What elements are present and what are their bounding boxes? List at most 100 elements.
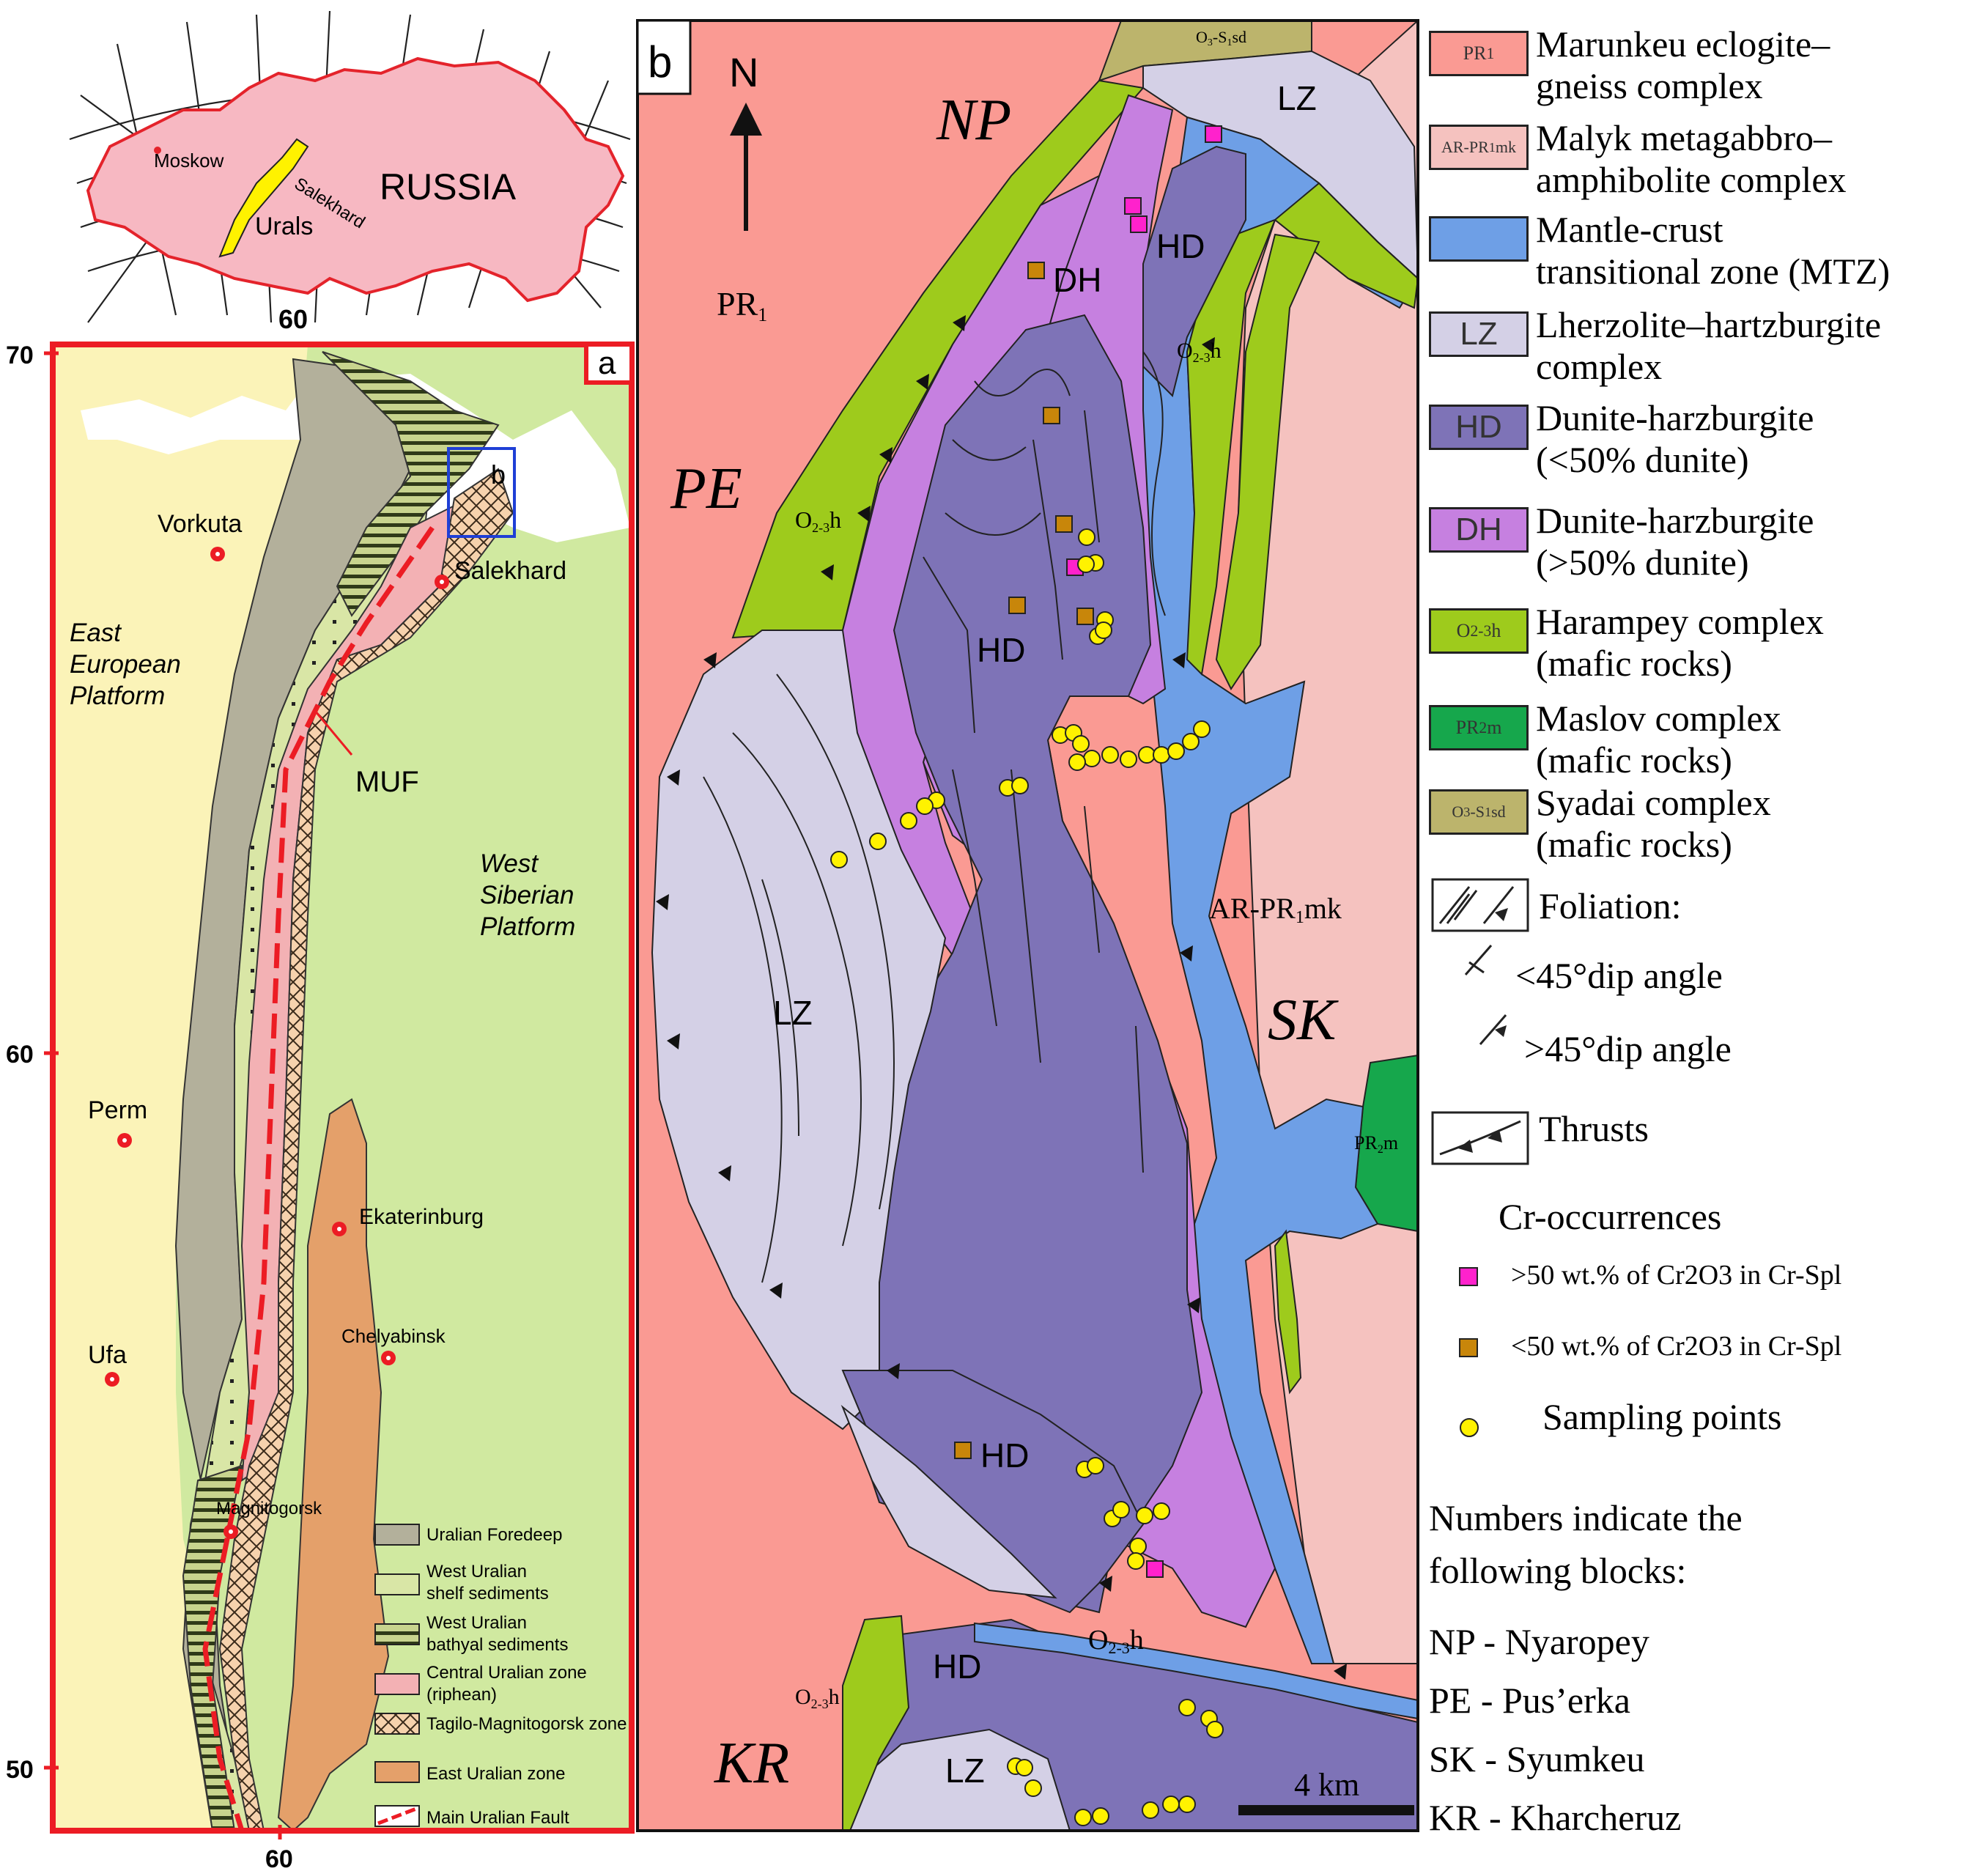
russia-inset: Moskow Salekhard Urals RUSSIA 60	[69, 10, 631, 334]
cr-high-markers	[1066, 125, 1222, 1578]
label-hd-north: HD	[1156, 227, 1205, 265]
unit-lz-southwest	[840, 1404, 1057, 1599]
legend-sampling: Sampling points	[1542, 1396, 1782, 1437]
svg-text:East Uralian zone: East Uralian zone	[426, 1764, 565, 1784]
svg-text:West Uralian: West Uralian	[426, 1562, 527, 1582]
legend-dip-high: >45°dip angle	[1524, 1028, 1732, 1069]
legend-thrusts: Thrusts	[1539, 1108, 1649, 1149]
svg-text:Uralian Foredeep: Uralian Foredeep	[426, 1525, 562, 1545]
label-pr1: PR1	[717, 285, 767, 325]
scale-bar: 4 km	[1238, 1767, 1414, 1815]
label-hd-kr: HD	[933, 1647, 981, 1686]
muf-leader	[314, 710, 353, 756]
block-pe: PE	[670, 457, 742, 521]
cr-low-legend-icon	[1459, 1338, 1478, 1357]
dip-low-symbol-icon	[1464, 945, 1493, 975]
lat-60: 60	[6, 1041, 34, 1069]
north-arrow: N	[729, 49, 762, 231]
svg-text:(riphean): (riphean)	[426, 1685, 497, 1705]
label-o23h-kr: O2-3h	[795, 1685, 840, 1711]
sampling-legend-icon	[1460, 1418, 1479, 1437]
label-ar-pr1mk: AR-PR1mk	[1209, 892, 1342, 927]
cr-low-markers	[954, 262, 1094, 1459]
block-np: NP	[936, 88, 1011, 152]
legend-cr-high: >50 wt.% of Cr2O3 in Cr-Spl	[1511, 1260, 1842, 1291]
label-o3s1sd: O3-S1sd	[1196, 28, 1246, 48]
block-labels: NP PE SK KR	[670, 88, 1339, 1796]
label-o23h-east: O2-3h	[1177, 339, 1222, 365]
city-chelyabinsk: Chelyabinsk	[341, 1325, 446, 1347]
svg-text:West: West	[480, 849, 539, 878]
legend-cr-low: <50 wt.% of Cr2O3 in Cr-Spl	[1511, 1331, 1842, 1362]
urals-band	[218, 138, 309, 258]
svg-text:West Uralian: West Uralian	[426, 1613, 527, 1633]
east-european-platform	[53, 344, 308, 1831]
city-ufa: Ufa	[88, 1341, 127, 1369]
unit-hd-north	[1142, 145, 1246, 397]
inset-lon-label: 60	[278, 304, 308, 334]
russia-shape	[86, 56, 625, 303]
svg-text:East: East	[70, 619, 122, 647]
lon-60: 60	[265, 1845, 293, 1871]
svg-text:N: N	[729, 49, 758, 95]
legend-blocks-list: NP - Nyaropey PE - Pus’erka SK - Syumkeu…	[1429, 1612, 1681, 1847]
unit-labels: LZ LZ LZ HD HD HD HD DH	[773, 79, 1317, 1790]
study-area-box	[447, 447, 516, 538]
svg-text:Tagilo-Magnitogorsk zone: Tagilo-Magnitogorsk zone	[426, 1714, 627, 1734]
unit-hd-central	[841, 314, 1203, 1614]
east-uralian-zone	[277, 1098, 390, 1832]
city-markers	[105, 547, 449, 1539]
unit-o23h-east2	[1215, 233, 1320, 690]
unit-o23h-sliver	[1274, 1229, 1302, 1395]
west-siberian-platform-label: West Siberian Platform	[480, 849, 575, 941]
panel-b-tag-box	[636, 19, 692, 95]
muf-label: MUF	[355, 766, 419, 798]
map-canvas: Moskow Salekhard Urals RUSSIA 60 MUF b	[6, 10, 1419, 1871]
city-perm: Perm	[88, 1096, 147, 1124]
russia-label: RUSSIA	[380, 166, 517, 207]
svg-text:Central Uralian zone: Central Uralian zone	[426, 1663, 587, 1683]
main-uralian-fault	[202, 526, 435, 1832]
panel-b: LZ LZ LZ HD HD HD HD DH PR1 O2-3h O2-3h …	[636, 18, 1419, 1832]
label-lz-west: LZ	[773, 994, 813, 1032]
cr-high-legend-icon	[1459, 1267, 1478, 1286]
east-european-platform-label: East European Platform	[70, 619, 181, 710]
sampling-points	[830, 528, 1224, 1826]
panel-a-frame	[50, 342, 635, 1834]
city-magnitogorsk: Magnitogorsk	[216, 1499, 322, 1518]
city-salekhard: Salekhard	[454, 557, 566, 585]
panel-a-tag: a	[598, 345, 616, 381]
urals-label: Urals	[255, 213, 313, 240]
dip-high-symbol-icon	[1479, 1014, 1507, 1045]
block-sk: SK	[1268, 988, 1339, 1052]
lat-70: 70	[6, 342, 34, 369]
svg-text:bathyal sediments: bathyal sediments	[426, 1635, 568, 1655]
city-vorkuta: Vorkuta	[158, 510, 242, 538]
block-kr-entry: KR - Kharcheruz	[1429, 1797, 1682, 1838]
legend-foliation: Foliation:	[1539, 885, 1682, 926]
block-np-entry: NP - Nyaropey	[1429, 1621, 1649, 1662]
thrust-teeth	[656, 315, 1347, 1680]
lat-50: 50	[6, 1756, 34, 1784]
foliation-lines	[703, 351, 1166, 1283]
study-area-label: b	[491, 460, 506, 490]
city-ekaterinburg: Ekaterinburg	[359, 1205, 484, 1229]
label-lz-north: LZ	[1277, 79, 1317, 117]
panel-a-legend: Uralian Foredeep West Uralian shelf sedi…	[374, 1524, 627, 1828]
formation-labels: PR1 O2-3h O2-3h O2-3h O2-3h AR-PR1mk O3-…	[717, 28, 1398, 1711]
svg-text:Main Uralian Fault: Main Uralian Fault	[426, 1808, 569, 1828]
svg-text:Platform: Platform	[70, 682, 165, 710]
panel-b-frame	[636, 19, 1419, 1832]
svg-text:European: European	[70, 650, 181, 679]
svg-text:Siberian: Siberian	[480, 881, 574, 909]
tagilo-magnitogorsk-zone	[218, 468, 514, 1831]
label-o23h-west: O2-3h	[795, 506, 841, 535]
label-dh: DH	[1053, 261, 1101, 299]
label-hd-central: HD	[977, 631, 1025, 669]
svg-text:Platform: Platform	[480, 912, 575, 941]
unit-o23h-kr	[842, 1614, 910, 1831]
label-o23h-south: O2-3h	[1088, 1625, 1144, 1657]
